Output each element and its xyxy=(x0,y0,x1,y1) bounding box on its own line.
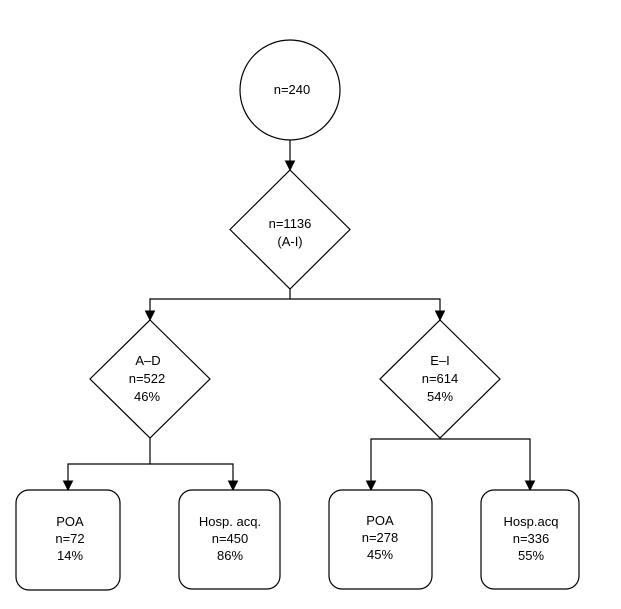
leaf-ei-poa-line: 45% xyxy=(367,547,393,562)
leaf-ad-hosp: Hosp. acq. n=450 86% xyxy=(178,489,281,590)
decision-ei: E–I n=614 54% xyxy=(379,319,501,439)
leaf-ei-hosp-line: 55% xyxy=(518,548,544,563)
decision-ad: A–D n=522 46% xyxy=(89,319,211,439)
decision-total: n=1136 (A-I) xyxy=(229,169,351,290)
edge-total-to-ad xyxy=(149,289,291,311)
leaf-ei-poa: POA n=278 45% xyxy=(328,489,433,590)
edge-total-to-ei xyxy=(290,298,441,311)
leaf-ad-poa-line: 14% xyxy=(57,548,83,563)
arrowhead xyxy=(144,310,156,322)
arrowhead xyxy=(434,310,446,322)
decision-total-line: n=1136 xyxy=(269,216,312,231)
decision-ad-line: 46% xyxy=(134,389,160,404)
leaf-ad-poa: POA n=72 14% xyxy=(15,489,121,591)
leaf-ad-poa-line: POA xyxy=(56,514,84,529)
leaf-ad-hosp-line: n=450 xyxy=(212,531,249,546)
decision-total-line: (A-I) xyxy=(277,234,302,249)
edge-ei-to-poa xyxy=(370,438,441,481)
leaf-ei-poa-line: POA xyxy=(366,513,394,528)
root-node: n=240 xyxy=(239,39,341,141)
connectors xyxy=(62,140,536,492)
edge-ad-to-hosp xyxy=(150,463,234,481)
edge-ei-to-hosp xyxy=(440,438,531,481)
leaf-ei-hosp: Hosp.acq n=336 55% xyxy=(480,489,580,590)
leaf-ei-poa-line: n=278 xyxy=(362,530,399,545)
leaf-ad-poa-line: n=72 xyxy=(55,531,84,546)
arrowhead xyxy=(524,480,536,492)
decision-ad-line: n=522 xyxy=(129,371,166,386)
edge-ad-to-poa xyxy=(67,438,151,481)
leaf-ei-hosp-line: Hosp.acq xyxy=(504,514,559,529)
decision-ei-line: 54% xyxy=(427,389,453,404)
arrowhead xyxy=(365,480,377,492)
decision-ad-line: A–D xyxy=(135,353,160,368)
decision-ei-line: E–I xyxy=(430,353,450,368)
root-label-line: n=240 xyxy=(274,82,311,97)
arrowhead xyxy=(62,480,74,492)
decision-ei-line: n=614 xyxy=(422,371,459,386)
arrowhead xyxy=(227,480,239,492)
leaf-ei-hosp-line: n=336 xyxy=(513,531,550,546)
leaf-ad-hosp-line: Hosp. acq. xyxy=(199,514,261,529)
leaf-ad-hosp-line: 86% xyxy=(217,548,243,563)
arrowhead xyxy=(284,160,296,172)
